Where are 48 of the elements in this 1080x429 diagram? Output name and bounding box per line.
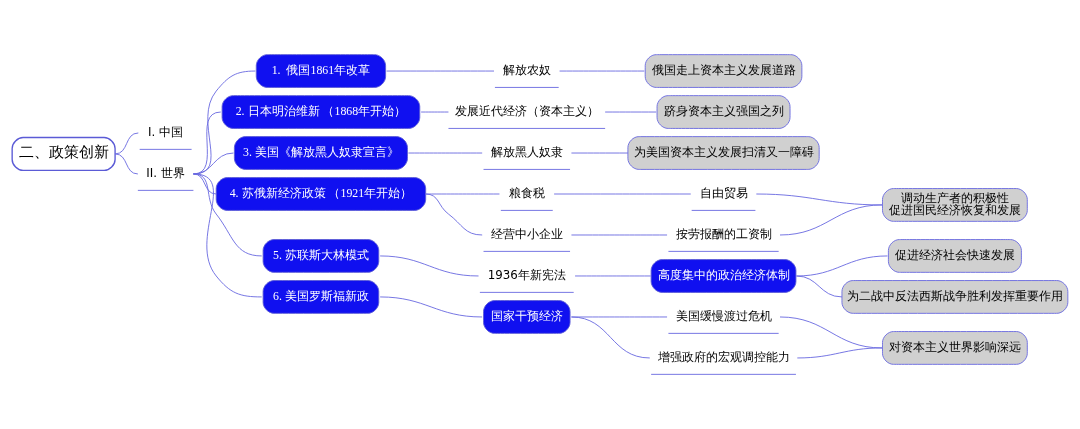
- connector: [796, 347, 883, 359]
- connector: [570, 316, 651, 359]
- node-text: 增强政府的宏观调控能力: [657, 350, 790, 365]
- node-box: 2. 日本明治维新 （1868年开始）: [221, 95, 421, 129]
- connector: [604, 111, 657, 113]
- node-box: 国家干预经济: [483, 300, 571, 334]
- connector: [570, 152, 629, 154]
- node-text: 解放黑人奴隶: [490, 145, 563, 160]
- connector: [570, 234, 668, 236]
- node-box: 二、政策创新: [11, 136, 116, 171]
- node-box: 促进经济社会快速发展: [887, 239, 1022, 273]
- node-box: 俄国走上资本主义发展道路: [644, 54, 803, 88]
- connector: [114, 153, 139, 175]
- connector: [425, 193, 500, 195]
- connector: [379, 296, 483, 318]
- node-box: 调动生产者的积极性 促进国民经济恢复和发展: [882, 188, 1028, 222]
- node-box: 1. 俄国1861年改革: [255, 54, 387, 88]
- node-box: 3. 美国《解放黑人奴隶宣言》: [233, 136, 408, 170]
- connector: [386, 70, 495, 72]
- connector: [379, 255, 479, 277]
- node-box: 5. 苏联斯大林模式: [262, 239, 380, 273]
- node-text: 粮食税: [508, 186, 545, 201]
- connector: [192, 173, 263, 298]
- connector: [407, 152, 483, 154]
- connector: [420, 111, 449, 113]
- connector: [559, 70, 645, 72]
- node-box: 6. 美国罗斯福新政: [262, 280, 380, 314]
- node-box: 跻身资本主义强国之列: [656, 95, 791, 129]
- connector: [425, 193, 483, 236]
- node-text: 美国缓慢渡过危机: [675, 309, 772, 324]
- node-box: 对资本主义世界影响深远: [882, 331, 1028, 365]
- connector: [114, 132, 139, 155]
- node-box: 为美国资本主义发展扫清又一障碍: [627, 136, 820, 170]
- connector: [553, 193, 692, 195]
- node-text: 经营中小企业: [490, 227, 563, 242]
- node-text: 解放农奴: [502, 63, 551, 78]
- node-text: 发展近代经济（资本主义）: [454, 104, 599, 119]
- node-text: II. 世界: [146, 166, 185, 181]
- node-text: 1936年新宪法: [487, 268, 566, 283]
- node-box: 为二战中反法西斯战争胜利发挥重要作用: [841, 280, 1069, 314]
- node-text: 按劳报酬的工资制: [675, 227, 772, 242]
- connector: [574, 275, 652, 277]
- connector: [795, 275, 843, 298]
- connector: [779, 204, 883, 236]
- node-box: 高度集中的政治经济体制: [650, 259, 797, 293]
- node-box: 4. 苏俄新经济政策 （1921年开始）: [215, 177, 427, 211]
- node-text: 自由贸易: [699, 186, 748, 201]
- node-text: I. 中国: [148, 125, 184, 140]
